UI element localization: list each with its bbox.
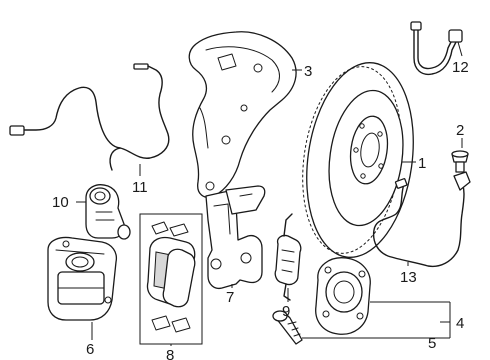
callout-9: 9 xyxy=(282,303,290,320)
callout-12: 12 xyxy=(452,59,469,76)
abs-sensor-wire xyxy=(372,171,471,268)
bolt xyxy=(451,150,469,173)
callout-11: 11 xyxy=(132,179,148,196)
brake-pads xyxy=(146,221,196,333)
brake-rotor xyxy=(302,62,414,258)
callout-2: 2 xyxy=(456,122,464,139)
splash-shield xyxy=(188,31,297,198)
callout-6: 6 xyxy=(86,341,94,358)
caliper-carrier xyxy=(205,185,266,290)
callout-7: 7 xyxy=(226,289,234,306)
anti-rattle-clip xyxy=(274,213,302,301)
callout-10: 10 xyxy=(52,194,69,211)
brake-wear-sensor-wire xyxy=(9,63,170,171)
callout-8: 8 xyxy=(166,347,174,360)
sensor-actuator xyxy=(85,184,131,240)
hub-bolt xyxy=(272,310,303,345)
callout-4: 4 xyxy=(456,315,464,332)
callout-3: 3 xyxy=(304,63,312,80)
callout-5: 5 xyxy=(428,335,436,352)
sensor-connector xyxy=(410,21,463,76)
callout-1: 1 xyxy=(418,155,426,172)
brake-caliper xyxy=(47,236,118,321)
callout-13: 13 xyxy=(400,269,417,286)
leader-lines xyxy=(76,41,463,346)
wheel-hub xyxy=(315,257,371,335)
callout-labels: 1 2 3 4 5 6 7 8 9 10 11 12 13 xyxy=(52,59,469,360)
